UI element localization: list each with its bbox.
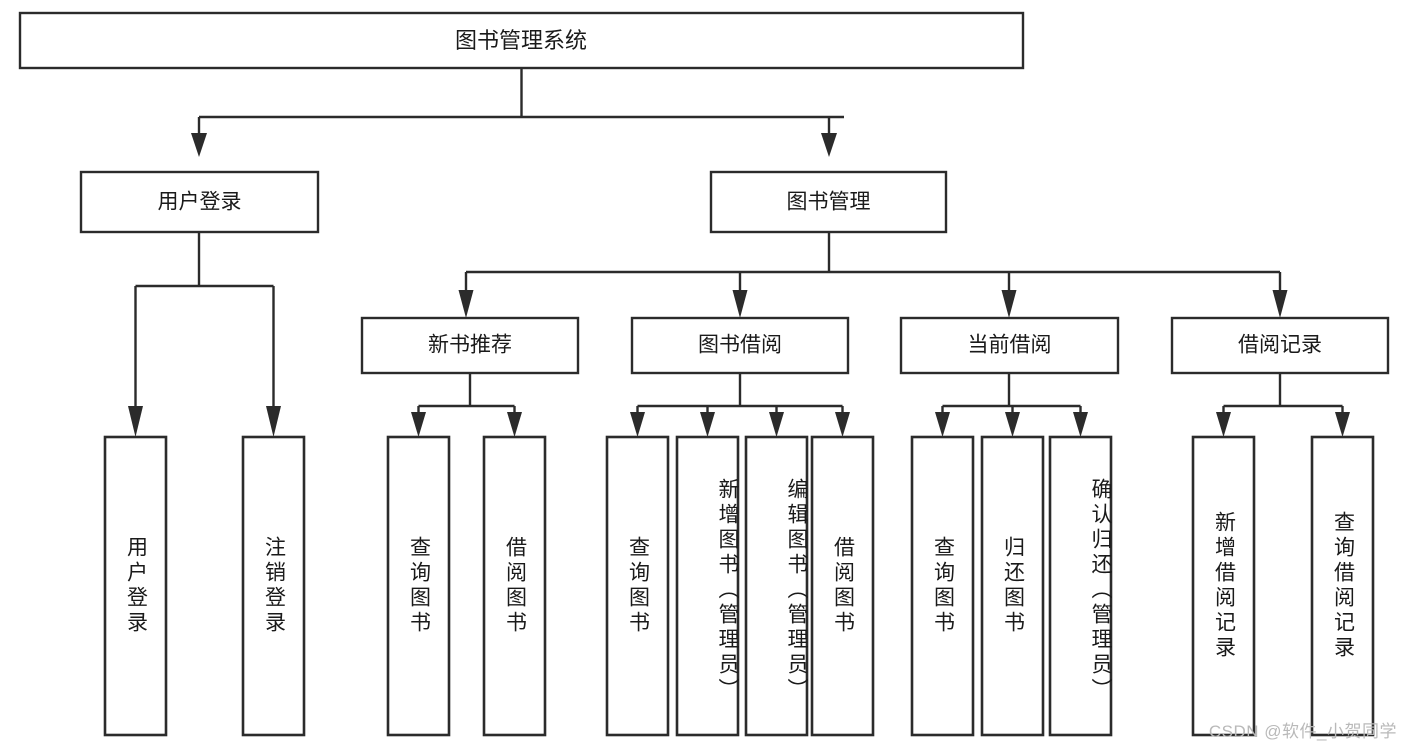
csdn-watermark: CSDN @软件_小贺同学 bbox=[1208, 722, 1397, 741]
node-book-manage-box[interactable] bbox=[709, 170, 948, 234]
leaf-box-borrow-book-2[interactable] bbox=[810, 435, 875, 737]
arrow-head-leaf-user-login bbox=[128, 406, 143, 437]
leaf-box-query-book-1[interactable] bbox=[386, 435, 451, 737]
edges-current-borrow-to-leaves bbox=[935, 373, 1088, 437]
node-root-box[interactable] bbox=[18, 11, 1025, 70]
arrow-head-leaf-edit-book bbox=[769, 412, 784, 437]
leaf-box-borrow-book-1[interactable] bbox=[482, 435, 547, 737]
arrow-head-leaf-logout bbox=[266, 406, 281, 437]
node-root-label: 图书管理系统 bbox=[455, 28, 587, 53]
leaf-box-return-book[interactable] bbox=[980, 435, 1045, 737]
arrow-head-leaf-query-book-2 bbox=[630, 412, 645, 437]
arrow-head-leaf-query-book-3 bbox=[935, 412, 950, 437]
arrow-head-borrow-record bbox=[1272, 290, 1288, 318]
arrow-head-leaf-add-book bbox=[700, 412, 715, 437]
leaf-box-add-borrow-record[interactable] bbox=[1191, 435, 1256, 737]
edges-new-book-rec-to-leaves bbox=[411, 373, 522, 437]
leaf-box-query-borrow-record[interactable] bbox=[1310, 435, 1375, 737]
arrow-head-book-borrow bbox=[732, 290, 748, 318]
arrow-head-user-login bbox=[191, 133, 207, 157]
node-book-borrow-box[interactable] bbox=[630, 316, 850, 375]
edges-user-login-to-leaves bbox=[128, 232, 281, 437]
arrow-head-leaf-query-borrow-record bbox=[1335, 412, 1350, 437]
node-book-manage[interactable]: 图书管理 bbox=[709, 170, 948, 234]
arrow-head-leaf-add-borrow-record bbox=[1216, 412, 1231, 437]
node-current-borrow-box[interactable] bbox=[899, 316, 1120, 375]
arrow-head-leaf-return-book bbox=[1005, 412, 1020, 437]
arrow-head-leaf-borrow-book-1 bbox=[507, 412, 522, 437]
node-book-manage-label: 图书管理 bbox=[787, 191, 871, 214]
leaf-box-add-book[interactable] bbox=[675, 435, 740, 737]
arrow-head-leaf-query-book-1 bbox=[411, 412, 426, 437]
node-user-login-box[interactable] bbox=[79, 170, 320, 234]
arrow-head-leaf-confirm-return bbox=[1073, 412, 1088, 437]
edges-root-to-level2 bbox=[191, 68, 844, 157]
leaf-box-logout[interactable] bbox=[241, 435, 306, 737]
arrow-head-current-borrow bbox=[1001, 290, 1017, 318]
node-root[interactable]: 图书管理系统 bbox=[18, 11, 1025, 70]
leaf-box-edit-book[interactable] bbox=[744, 435, 809, 737]
node-user-login[interactable]: 用户登录 bbox=[79, 170, 320, 234]
leaf-box-user-login[interactable] bbox=[103, 435, 168, 737]
node-new-book-rec[interactable]: 新书推荐 bbox=[360, 316, 580, 375]
node-current-borrow-label: 当前借阅 bbox=[968, 334, 1052, 357]
node-user-login-label: 用户登录 bbox=[158, 191, 242, 214]
node-new-book-rec-box[interactable] bbox=[360, 316, 580, 375]
node-borrow-record-box[interactable] bbox=[1170, 316, 1390, 375]
arrow-head-leaf-borrow-book-2 bbox=[835, 412, 850, 437]
node-book-borrow-label: 图书借阅 bbox=[698, 334, 782, 357]
leaf-box-query-book-2[interactable] bbox=[605, 435, 670, 737]
node-borrow-record-label: 借阅记录 bbox=[1238, 334, 1322, 357]
leaf-boxes bbox=[103, 435, 1375, 737]
leaf-box-query-book-3[interactable] bbox=[910, 435, 975, 737]
leaf-box-confirm-return[interactable] bbox=[1048, 435, 1113, 737]
node-borrow-record[interactable]: 借阅记录 bbox=[1170, 316, 1390, 375]
arrow-head-book-manage bbox=[821, 133, 837, 157]
edges-book-manage-to-level3 bbox=[458, 232, 1288, 318]
edges-book-borrow-to-leaves bbox=[630, 373, 850, 437]
edges-borrow-record-to-leaves bbox=[1216, 373, 1350, 437]
arrow-head-new-book-rec bbox=[458, 290, 474, 318]
node-new-book-rec-label: 新书推荐 bbox=[428, 334, 512, 357]
node-current-borrow[interactable]: 当前借阅 bbox=[899, 316, 1120, 375]
node-book-borrow[interactable]: 图书借阅 bbox=[630, 316, 850, 375]
